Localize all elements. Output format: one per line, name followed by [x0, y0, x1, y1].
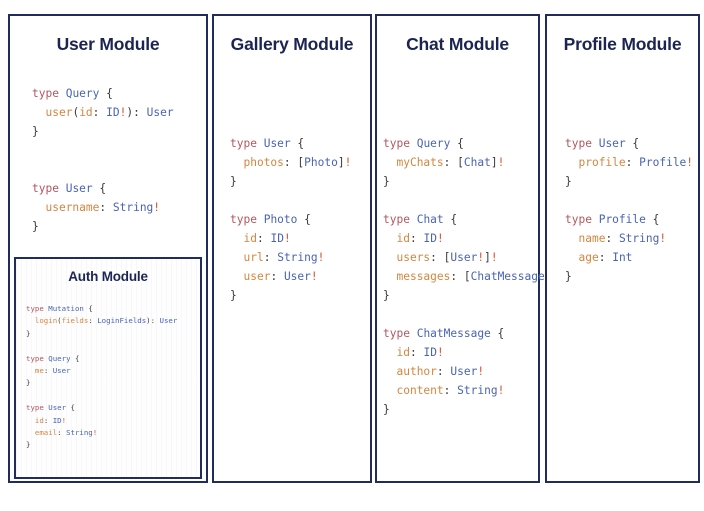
- panel-title-user-module: User Module: [56, 34, 160, 54]
- panel-title-profile-module: Profile Module: [563, 34, 682, 54]
- panel-title-gallery-module: Gallery Module: [230, 34, 354, 54]
- panel-auth-module[interactable]: Auth Module type Mutation { login(fields…: [14, 257, 202, 479]
- code-block-gallery-module: type User { photos: [Photo]! } type Phot…: [230, 137, 352, 302]
- panel-title-chat-module: Chat Module: [406, 34, 509, 54]
- panel-gallery-module[interactable]: Gallery Module type User { photos: [Phot…: [212, 14, 372, 483]
- code-block-chat-module: type Query { myChats: [Chat]! } type Cha…: [383, 137, 558, 416]
- code-block-profile-module: type User { profile: Profile! } type Pro…: [565, 137, 694, 283]
- panel-chat-module[interactable]: Chat Module type Query { myChats: [Chat]…: [375, 14, 558, 483]
- panel-profile-module[interactable]: Profile Module type User { profile: Prof…: [545, 14, 700, 483]
- panel-user-module[interactable]: User Module type Query { user(id: ID!): …: [8, 14, 208, 483]
- code-block-auth-module: type Mutation { login(fields: LoginField…: [26, 304, 178, 450]
- panel-title-auth-module: Auth Module: [68, 269, 148, 284]
- code-block-user-module: type Query { user(id: ID!): User } type …: [32, 87, 174, 233]
